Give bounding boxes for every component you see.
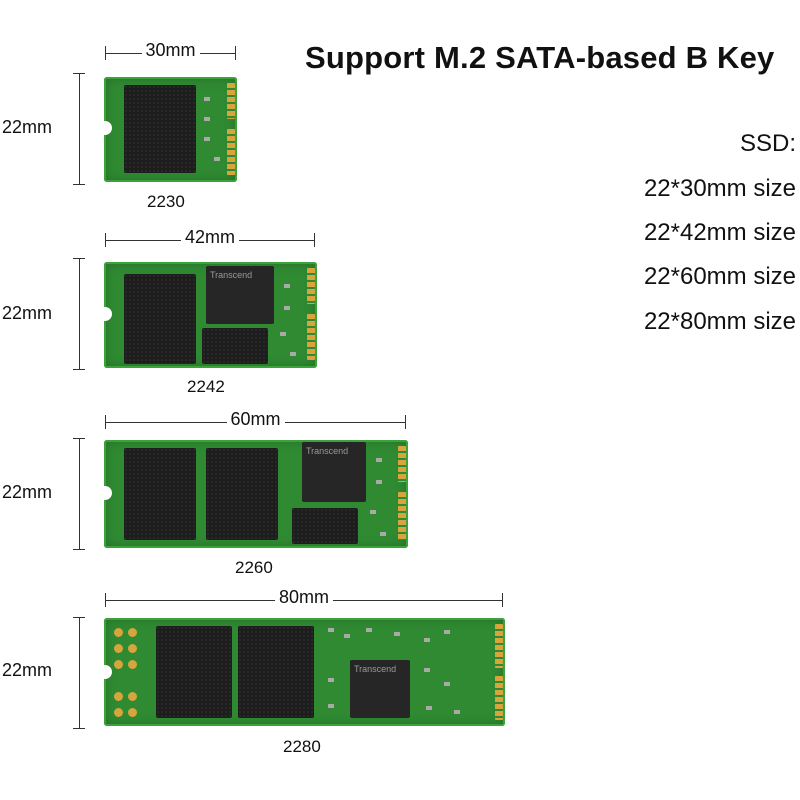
dram-chip [292, 508, 358, 544]
nand-chip [124, 85, 196, 173]
model-label: 2242 [187, 377, 225, 396]
chip-brand: Transcend [306, 446, 349, 456]
ssd-board-2230 [102, 77, 237, 182]
width-dimension: 80mm [105, 587, 503, 608]
spec-size-2260: 22*60mm size [643, 263, 796, 290]
ssd-board-2260: Transcend [102, 440, 408, 548]
width-label: 30mm [141, 40, 200, 61]
chip-brand: Transcend [210, 270, 253, 280]
nand-chip [206, 448, 278, 540]
height-label: 22mm [2, 482, 53, 502]
width-label: 60mm [226, 409, 285, 430]
spec-size-2230: 22*30mm size [643, 175, 796, 202]
nand-chip [238, 626, 314, 718]
chip-brand: Transcend [354, 664, 397, 674]
nand-chip [156, 626, 232, 718]
controller-chip: Transcend [350, 660, 410, 718]
width-dimension: 60mm [105, 409, 406, 430]
dram-chip [202, 328, 268, 364]
model-label: 2280 [283, 737, 321, 756]
width-dimension: 30mm [105, 40, 236, 61]
height-label: 22mm [2, 660, 53, 680]
model-label: 2230 [147, 192, 185, 211]
spec-size-2242: 22*42mm size [643, 219, 796, 246]
ssd-board-2280: Transcend [102, 618, 505, 726]
page-title: Support M.2 SATA-based B Key [305, 40, 775, 75]
ssd-board-2242: Transcend [102, 262, 317, 368]
spec-size-2280: 22*80mm size [643, 308, 796, 335]
height-dimension [73, 73, 85, 185]
width-dimension: 42mm [105, 227, 315, 248]
height-dimension [73, 617, 85, 729]
nand-chip [124, 448, 196, 540]
height-dimension [73, 438, 85, 550]
controller-chip: Transcend [302, 442, 366, 502]
nand-chip [124, 274, 196, 364]
controller-chip: Transcend [206, 266, 274, 324]
width-label: 80mm [274, 587, 334, 608]
width-label: 42mm [180, 227, 240, 248]
spec-heading: SSD: [739, 130, 796, 157]
height-dimension [73, 258, 85, 370]
height-label: 22mm [2, 303, 53, 323]
model-label: 2260 [235, 558, 273, 577]
height-label: 22mm [2, 117, 53, 137]
